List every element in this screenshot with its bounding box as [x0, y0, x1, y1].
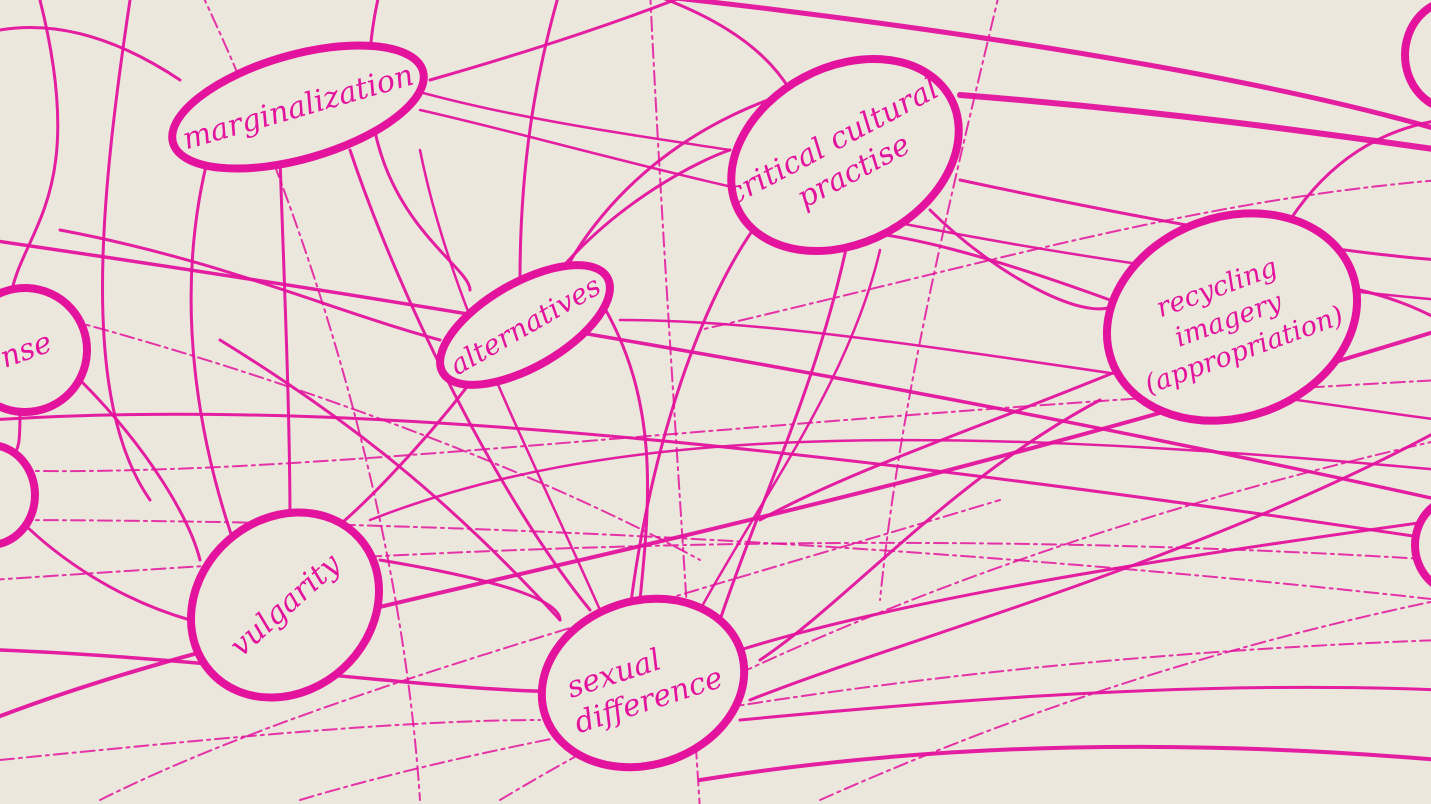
node-alternatives-ellipse [436, 261, 614, 389]
connection-line [368, 438, 1431, 522]
connection-line [78, 378, 202, 562]
connection-line [670, 0, 1431, 131]
node-marginalization: marginalization [168, 41, 428, 173]
connection-line [0, 412, 1431, 541]
node-recycling-imagery-ellipse [1102, 209, 1362, 425]
connection-line [18, 518, 192, 622]
connection-line [0, 719, 541, 761]
connection-line [738, 519, 1431, 652]
connection-line [0, 26, 182, 82]
connection-line [698, 248, 882, 612]
connection-line [99, 499, 1001, 801]
node-recycling-imagery: recycling imagery (appropriation) [1102, 209, 1362, 425]
connection-line [0, 379, 1431, 473]
connection-line [203, 0, 421, 801]
connection-line [348, 148, 592, 612]
connection-line [58, 228, 442, 342]
node-vulgarity: vulgarity [187, 508, 383, 702]
connection-line [663, 0, 792, 92]
connection-line [879, 0, 999, 601]
partial-node-bottom-right [1411, 503, 1431, 587]
connection-line [0, 301, 701, 561]
connection-line [0, 541, 1431, 581]
connection-line [428, 0, 679, 82]
connection-line [518, 0, 559, 282]
connection-line [218, 338, 562, 622]
connection-line [748, 433, 1431, 702]
connection-line [1288, 120, 1431, 222]
connection-line [8, 0, 60, 302]
connection-line [628, 218, 762, 612]
node-vulgarity-ellipse [187, 508, 383, 702]
node-marginalization-ellipse [168, 41, 428, 173]
node-sense: ense [0, 284, 91, 416]
connection-line [299, 639, 1431, 801]
connection-line [1358, 288, 1431, 318]
node-critical-cultural-practice: critical cultural practise [721, 55, 963, 255]
connection-line [0, 330, 1431, 719]
connection-line [738, 685, 1431, 722]
connection-line [758, 368, 1122, 522]
connection-line [0, 239, 1431, 500]
partial-node-top-right [1401, 2, 1431, 108]
connection-line [718, 228, 852, 622]
node-sexual-difference-ellipse [537, 594, 749, 772]
node-critical-cultural-practice-ellipse [727, 55, 963, 255]
partial-node-left-edge [0, 442, 39, 548]
connection-line [101, 0, 152, 502]
connection-line [278, 158, 292, 527]
connection-line [957, 92, 1431, 152]
connection-line [189, 148, 242, 562]
connection-line [558, 148, 732, 272]
connection-line [0, 519, 1431, 601]
connection-line [698, 744, 1431, 782]
connection-line [378, 558, 562, 622]
connection-line [699, 179, 1431, 331]
connection-line [598, 298, 650, 602]
connection-line [819, 600, 1431, 801]
node-sexual-difference: sexual difference [537, 594, 749, 772]
node-sense-ellipse [0, 284, 91, 416]
